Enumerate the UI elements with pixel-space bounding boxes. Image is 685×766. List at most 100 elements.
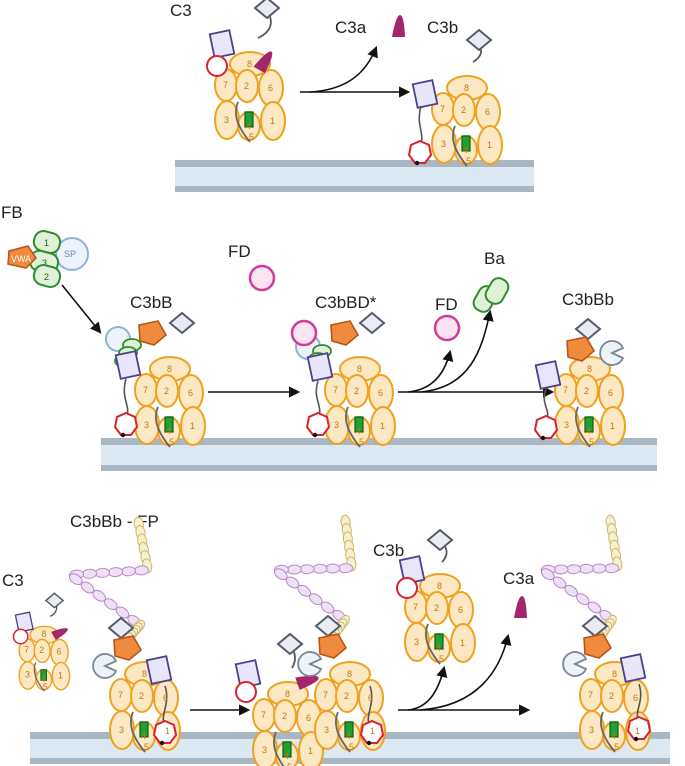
properdin-2 (271, 514, 358, 648)
c3-domain-number: 1 (380, 421, 385, 431)
c3-domain-number: 7 (223, 80, 228, 90)
c3-domain-number: 1 (58, 670, 63, 680)
c3-domain-number: 2 (244, 81, 249, 91)
label-c3b-row1: C3b (427, 18, 458, 37)
c3-domain-number: 8 (437, 581, 442, 591)
arrow-release-c3b (407, 665, 448, 711)
c3-domain-number: 1 (270, 116, 275, 126)
properdin-tsr-domain (325, 563, 341, 574)
label-c3bb: C3bB (130, 293, 173, 312)
c3-domain-number: 6 (268, 83, 273, 93)
c3-domain-number: 2 (39, 645, 44, 655)
c3-domain-number: 8 (464, 83, 469, 93)
properdin-tsr-domain (553, 564, 569, 575)
factor-d (248, 264, 276, 292)
c3-domain-number: 1 (308, 746, 313, 756)
c3-domain-number: 4 (463, 145, 468, 155)
c3-domain-number: 2 (164, 386, 169, 396)
c3-domain-number: 7 (143, 385, 148, 395)
label-c3-row3: C3 (2, 571, 24, 590)
fb-ccp1-label: 1 (44, 238, 49, 248)
c3-domain-number: 3 (414, 637, 419, 647)
c3-domain-number: 5 (614, 742, 619, 752)
c3-domain-number: 7 (440, 104, 445, 114)
c3-domain-number: 5 (439, 654, 444, 664)
c3-domain-number: 1 (190, 421, 195, 431)
arrow-release-fd (407, 349, 454, 393)
c3-domain-number: 2 (354, 386, 359, 396)
c3-domain-number: 3 (144, 420, 149, 430)
label-c3b-row3: C3b (373, 541, 404, 560)
c3bbb-convertase (534, 318, 626, 448)
label-c3a-row3: C3a (503, 569, 535, 588)
c3-domain-number: 2 (609, 691, 614, 701)
c3-domain-number: 7 (261, 710, 266, 720)
c3-domain-number: 4 (41, 674, 46, 684)
c3-domain-number: 2 (434, 603, 439, 613)
c3-domain-number: 8 (347, 669, 352, 679)
c3-domain-number: 2 (584, 386, 589, 396)
arrow-release-c3a-row3 (419, 633, 512, 711)
c3-protein-row3 (12, 592, 71, 692)
row1-c3-cleavage: C3 C3a C3b (170, 0, 534, 192)
c3-domain-number: 2 (139, 691, 144, 701)
c3-domain-number: 8 (612, 669, 617, 679)
c3-domain-number: 6 (608, 388, 613, 398)
c3-domain-number: 4 (436, 643, 441, 653)
c3-domain-number: 6 (485, 107, 490, 117)
c3-domain-number: 1 (610, 421, 615, 431)
fb-sp-label: SP (64, 249, 76, 259)
c3a-fragment-row1 (392, 15, 405, 37)
c3-domain-number: 8 (587, 364, 592, 374)
c3-domain-number: 1 (635, 726, 640, 736)
label-c3bbb: C3bBb (562, 290, 614, 309)
ba-fragment (472, 277, 510, 313)
c3bbb-fp-complex (92, 617, 181, 753)
c3-domain-number: 6 (57, 647, 62, 657)
c3-domain-number: 4 (346, 731, 351, 741)
arrow-release-c3a (309, 45, 378, 93)
c3-domain-number: 3 (564, 420, 569, 430)
c3-domain-number: 7 (24, 644, 29, 654)
c3-domain-number: 7 (563, 385, 568, 395)
c3-domain-number: 6 (458, 605, 463, 615)
c3-domain-number: 5 (43, 682, 48, 692)
c3-domain-number: 4 (141, 731, 146, 741)
properdin-tsr-domain (133, 564, 150, 576)
factor-b: SP 1 3 2 VWA (7, 229, 89, 289)
c3-domain-number: 5 (249, 132, 254, 142)
c3-domain-number: 4 (611, 731, 616, 741)
c3-domain-number: 5 (144, 742, 149, 752)
c3-domain-number: 8 (167, 364, 172, 374)
c3-domain-number: 7 (413, 602, 418, 612)
c3-domain-number: 1 (487, 140, 492, 150)
properdin-3 (538, 514, 624, 648)
label-c3bbd: C3bBD* (315, 293, 377, 312)
c3-domain-number: 4 (166, 426, 171, 436)
c3-domain-number: 5 (359, 437, 364, 447)
properdin-tsr-domain (81, 568, 98, 580)
c3-domain-number: 8 (142, 669, 147, 679)
c3-protein-row1 (206, 0, 286, 143)
properdin-tsr-domain (591, 563, 607, 574)
c3-domain-number: 8 (247, 59, 252, 69)
fb-ccp2-label: 2 (44, 272, 49, 282)
c3-domain-number: 6 (188, 388, 193, 398)
properdin-tsr-domain (286, 564, 302, 575)
c3-domain-number: 8 (357, 364, 362, 374)
c3-domain-number: 6 (368, 693, 373, 703)
label-fd: FD (228, 242, 251, 261)
c3-domain-number: 3 (119, 725, 124, 735)
c3-domain-number: 6 (378, 388, 383, 398)
label-c3-row1: C3 (170, 1, 192, 20)
properdin-1 (66, 515, 154, 648)
label-ba: Ba (484, 249, 505, 268)
c3-domain-number: 2 (282, 711, 287, 721)
factor-d-released (433, 314, 461, 342)
c3-domain-number: 5 (287, 762, 292, 766)
label-fb: FB (1, 203, 23, 222)
c3-domain-number: 1 (460, 638, 465, 648)
c3-domain-number: 3 (589, 725, 594, 735)
c3bb-complex (105, 312, 206, 448)
